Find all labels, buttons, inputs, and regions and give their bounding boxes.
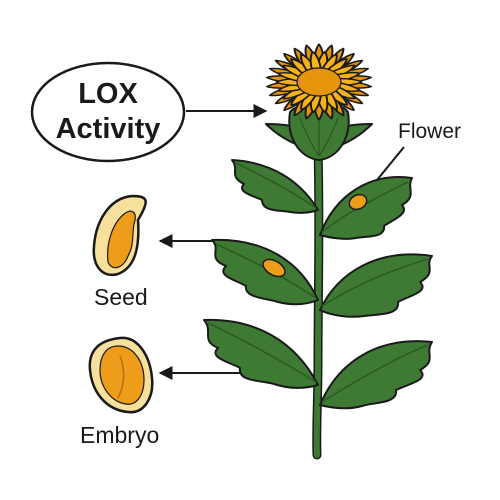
flower-label: Flower (398, 120, 462, 143)
leaf-activity-spot-middle (262, 258, 286, 278)
seed-label: Seed (94, 284, 148, 310)
flower-center (296, 67, 342, 97)
callout-line-1: LOX (78, 78, 138, 110)
seed-activity-spot (107, 210, 136, 269)
leaf-lower-left (203, 318, 319, 389)
embryo-activity-spot (99, 345, 145, 405)
callout-line-2: Activity (55, 113, 161, 145)
leaf-middle-left (211, 238, 319, 306)
seed (92, 194, 147, 277)
leaf-middle-right (319, 253, 433, 318)
embryo (88, 336, 154, 414)
lox-activity-callout (30, 61, 186, 163)
leaf-activity-spot-upper (348, 193, 368, 211)
flower-label-pointer (376, 146, 405, 181)
lox-activity-label: LOX Activity (34, 67, 182, 157)
embryo-label: Embryo (80, 422, 160, 448)
leaf-upper-right (319, 176, 413, 240)
leaf-upper-left (231, 159, 319, 214)
leaf-lower-right (319, 340, 433, 410)
